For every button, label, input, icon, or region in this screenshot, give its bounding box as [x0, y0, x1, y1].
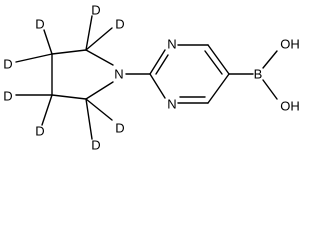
- bond-c2-n: [85, 49, 114, 66]
- pyrimidine-nitrogen-bottom: N: [167, 97, 176, 112]
- deuterium-label: D: [35, 124, 44, 139]
- deuterium-label: D: [35, 17, 44, 32]
- bond-c2-d-right: [85, 27, 113, 51]
- deuterium-label: D: [3, 57, 12, 72]
- bond-c2-c3: [51, 49, 87, 55]
- structure-diagram: N N N B OH OH D D D D D D D D: [3, 3, 299, 153]
- bond-c2-n1-double: [155, 54, 169, 75]
- boron-atom: B: [254, 67, 263, 82]
- pyrrolidine-nitrogen: N: [114, 67, 123, 82]
- bond-c4-d-lower: [41, 94, 53, 126]
- deuterium-label: D: [91, 138, 100, 153]
- bond-c3-d-left: [15, 53, 53, 63]
- bond-c2-n1: [149, 49, 166, 75]
- deuterium-label: D: [115, 121, 124, 136]
- hydroxyl-top: OH: [280, 37, 300, 52]
- bond-n-c5: [85, 81, 114, 100]
- bond-b-oh-bottom: [262, 79, 278, 100]
- pyrimidine-nitrogen-top: N: [167, 37, 176, 52]
- bond-n3-c2: [149, 73, 166, 99]
- bond-c5-c4: [207, 73, 230, 104]
- deuterium-label: D: [91, 3, 100, 18]
- hydroxyl-bottom: OH: [280, 99, 300, 114]
- bond-c3-d-upper: [43, 29, 53, 55]
- bond-c5-d-right: [85, 98, 113, 121]
- bonds: [15, 15, 278, 140]
- atom-labels: N N N B OH OH D D D D D D D D: [3, 3, 299, 153]
- bond-b-oh-top: [262, 50, 278, 69]
- deuterium-label: D: [3, 89, 12, 104]
- bond-c6-c5: [207, 44, 230, 75]
- bond-c2-d-top: [85, 15, 93, 51]
- bond-c4-c5: [51, 94, 87, 100]
- deuterium-label: D: [115, 17, 124, 32]
- bond-c6-c5-double: [204, 50, 223, 75]
- bond-c5-d-bottom: [85, 98, 93, 140]
